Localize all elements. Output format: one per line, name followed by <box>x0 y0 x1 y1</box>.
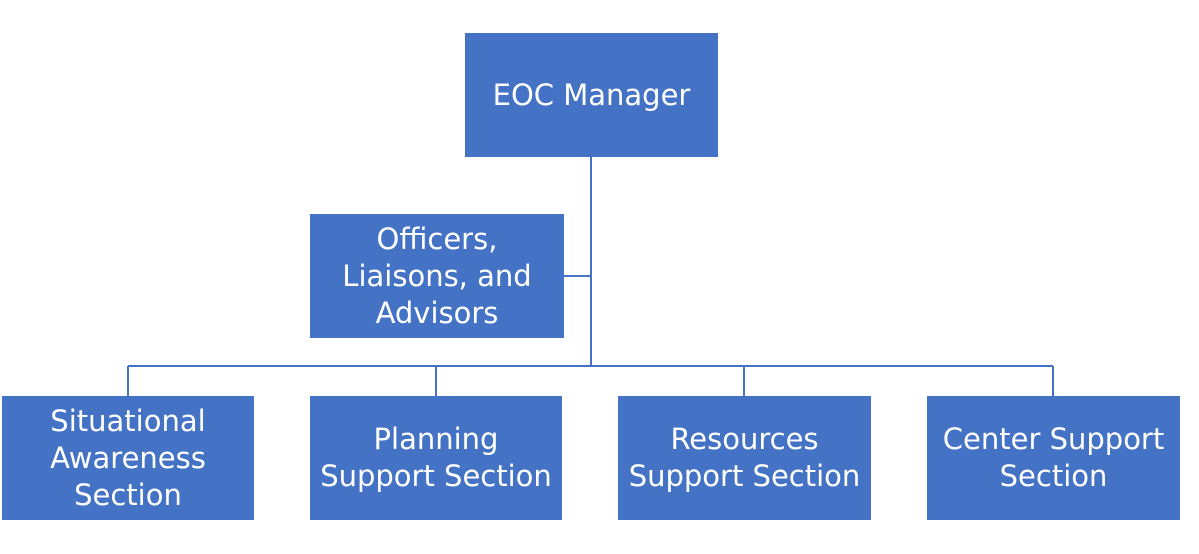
resources-support-section-box: Resources Support Section <box>618 396 871 520</box>
planning-support-section-label: Planning Support Section <box>320 422 552 493</box>
officers-liaisons-advisors-label: Officers, Liaisons, and Advisors <box>342 221 532 330</box>
situational-awareness-section-box: Situational Awareness Section <box>2 396 254 520</box>
eoc-manager-box: EOC Manager <box>465 33 718 157</box>
center-support-section-label: Center Support Section <box>942 422 1165 493</box>
planning-support-section-box: Planning Support Section <box>310 396 562 520</box>
officers-liaisons-advisors-box: Officers, Liaisons, and Advisors <box>310 214 564 338</box>
center-support-section-box: Center Support Section <box>927 396 1180 520</box>
eoc-manager-label: EOC Manager <box>492 77 691 112</box>
resources-support-section-label: Resources Support Section <box>628 422 861 493</box>
situational-awareness-section-label: Situational Awareness Section <box>50 403 206 512</box>
